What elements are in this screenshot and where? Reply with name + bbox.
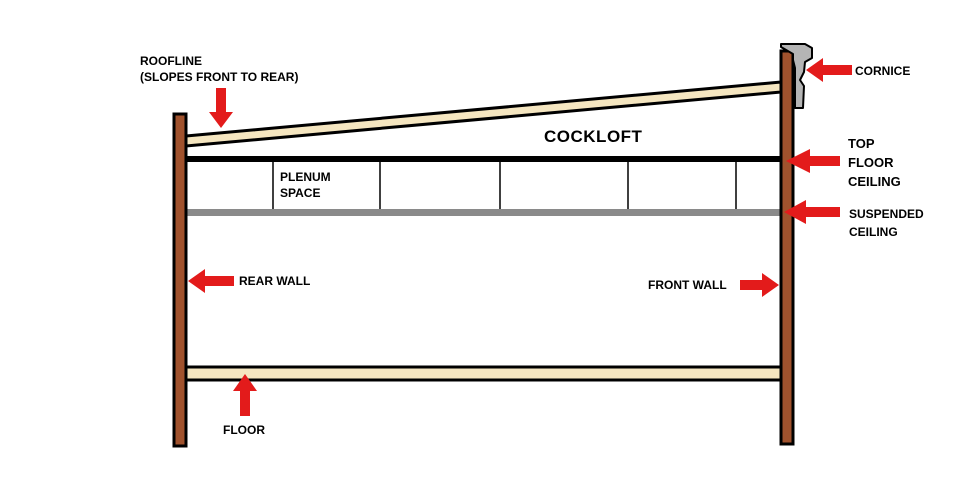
floor-label: FLOOR <box>223 423 265 437</box>
top-floor-ceiling-label-line1: TOP <box>848 136 875 151</box>
cornice <box>780 43 813 109</box>
top-floor-ceiling <box>186 156 781 162</box>
plenum-label-line2: SPACE <box>280 186 320 200</box>
cornice-label: CORNICE <box>855 64 910 78</box>
cornice-arrow <box>806 58 852 82</box>
rear-wall-arrow <box>188 269 234 293</box>
floor-arrow <box>233 374 257 416</box>
arrows <box>188 58 852 416</box>
suspended-ceiling-label-line2: CEILING <box>849 225 898 239</box>
top-floor-ceiling-label-line3: CEILING <box>848 174 901 189</box>
top-floor-ceiling-label-line2: FLOOR <box>848 155 894 170</box>
roofline <box>184 80 783 148</box>
suspended-ceiling <box>186 209 781 216</box>
front-wall <box>779 49 795 446</box>
floor-board <box>184 365 783 382</box>
plenum-label-line1: PLENUM <box>280 170 331 184</box>
roofline-label-line2: (SLOPES FRONT TO REAR) <box>140 70 298 84</box>
roofline-arrow <box>209 88 233 128</box>
suspended-ceiling-label-line1: SUSPENDED <box>849 207 924 221</box>
front-wall-label: FRONT WALL <box>648 278 727 292</box>
front-wall-arrow <box>740 273 779 297</box>
roofline-label-line1: ROOFLINE <box>140 54 202 68</box>
rear-wall-label: REAR WALL <box>239 274 310 288</box>
plenum-joists <box>272 162 737 210</box>
rear-wall <box>172 112 188 448</box>
cockloft-label: COCKLOFT <box>544 127 643 146</box>
suspended-ceiling-arrow <box>784 200 840 224</box>
top-floor-ceiling-arrow <box>786 149 840 173</box>
